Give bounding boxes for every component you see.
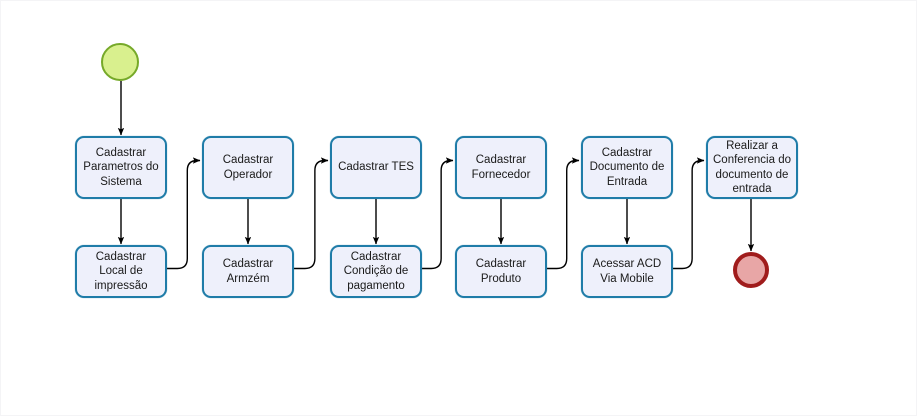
task-cadastrar-operador[interactable]: Cadastrar Operador xyxy=(202,136,294,199)
task-cadastrar-produto[interactable]: Cadastrar Produto xyxy=(455,245,547,298)
connector-condicao-pagamento-to-fornecedor xyxy=(422,157,454,270)
task-cadastrar-local-de-impressao[interactable]: Cadastrar Local de impressão xyxy=(75,245,167,298)
task-cadastrar-documento-de-entrada[interactable]: Cadastrar Documento de Entrada xyxy=(581,136,673,199)
task-cadastrar-tes[interactable]: Cadastrar TES xyxy=(330,136,422,199)
connector-produto-to-documento-entrada xyxy=(547,157,580,270)
task-cadastrar-parametros-do-sistema[interactable]: Cadastrar Parametros do Sistema xyxy=(75,136,167,199)
connector-acd-mobile-to-conferencia xyxy=(673,157,705,270)
task-cadastrar-fornecedor[interactable]: Cadastrar Fornecedor xyxy=(455,136,547,199)
connector-local-impressao-to-operador xyxy=(167,157,201,270)
end-event[interactable] xyxy=(733,252,769,288)
connector-armzem-to-tes xyxy=(294,157,329,270)
task-cadastrar-condicao-de-pagamento[interactable]: Cadastrar Condição de pagamento xyxy=(330,245,422,298)
task-cadastrar-armzem[interactable]: Cadastrar Armzém xyxy=(202,245,294,298)
task-acessar-acd-via-mobile[interactable]: Acessar ACD Via Mobile xyxy=(581,245,673,298)
start-event[interactable] xyxy=(101,43,139,81)
task-realizar-a-conferencia-do-documento-de-entrada[interactable]: Realizar a Conferencia do documento de e… xyxy=(706,136,798,199)
